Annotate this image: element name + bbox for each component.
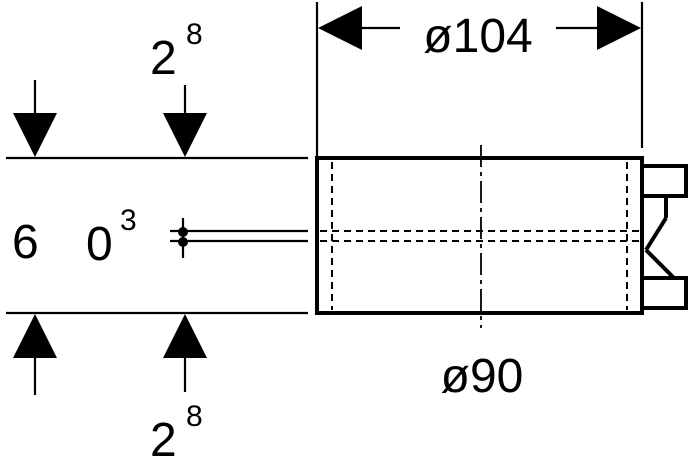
left-top-arrow [13,113,57,157]
cylinder-outline [315,156,644,315]
inner-diameter-label: ø90 [441,350,524,403]
mid-dimension-label: 0 [86,218,113,271]
clip-lower-bracket [642,276,688,310]
left-bottom-arrow [13,314,57,358]
clip-spring-diagonal-up [644,216,668,252]
left-dimension-label: 6 [12,216,39,269]
top-dimension-label: 2 [150,32,177,85]
thickness-dimensions: 2 8 2 8 6 0 3 [6,18,308,464]
bottom-dimension-label: 2 [150,414,177,464]
right-top-arrow [163,113,207,157]
top-dimension-base: 2 [150,32,177,85]
mid-dimension-superscript: 3 [120,204,137,237]
clip-spring-diagonal-down [644,248,676,280]
clip-upper-bracket [642,164,688,198]
right-bottom-arrow [163,314,207,358]
mid-dimension-base: 0 [86,218,113,271]
outer-diameter-arrow-right [597,6,641,50]
cylinder-body [315,145,644,328]
outer-diameter-dimension: ø104 [315,2,644,158]
bottom-dimension-base: 2 [150,414,177,464]
side-clip-detail [642,164,688,310]
top-dimension-superscript: 8 [186,18,203,51]
outer-diameter-arrow-left [318,6,362,50]
bottom-dimension-superscript: 8 [186,400,203,433]
outer-diameter-label: ø104 [423,10,532,63]
